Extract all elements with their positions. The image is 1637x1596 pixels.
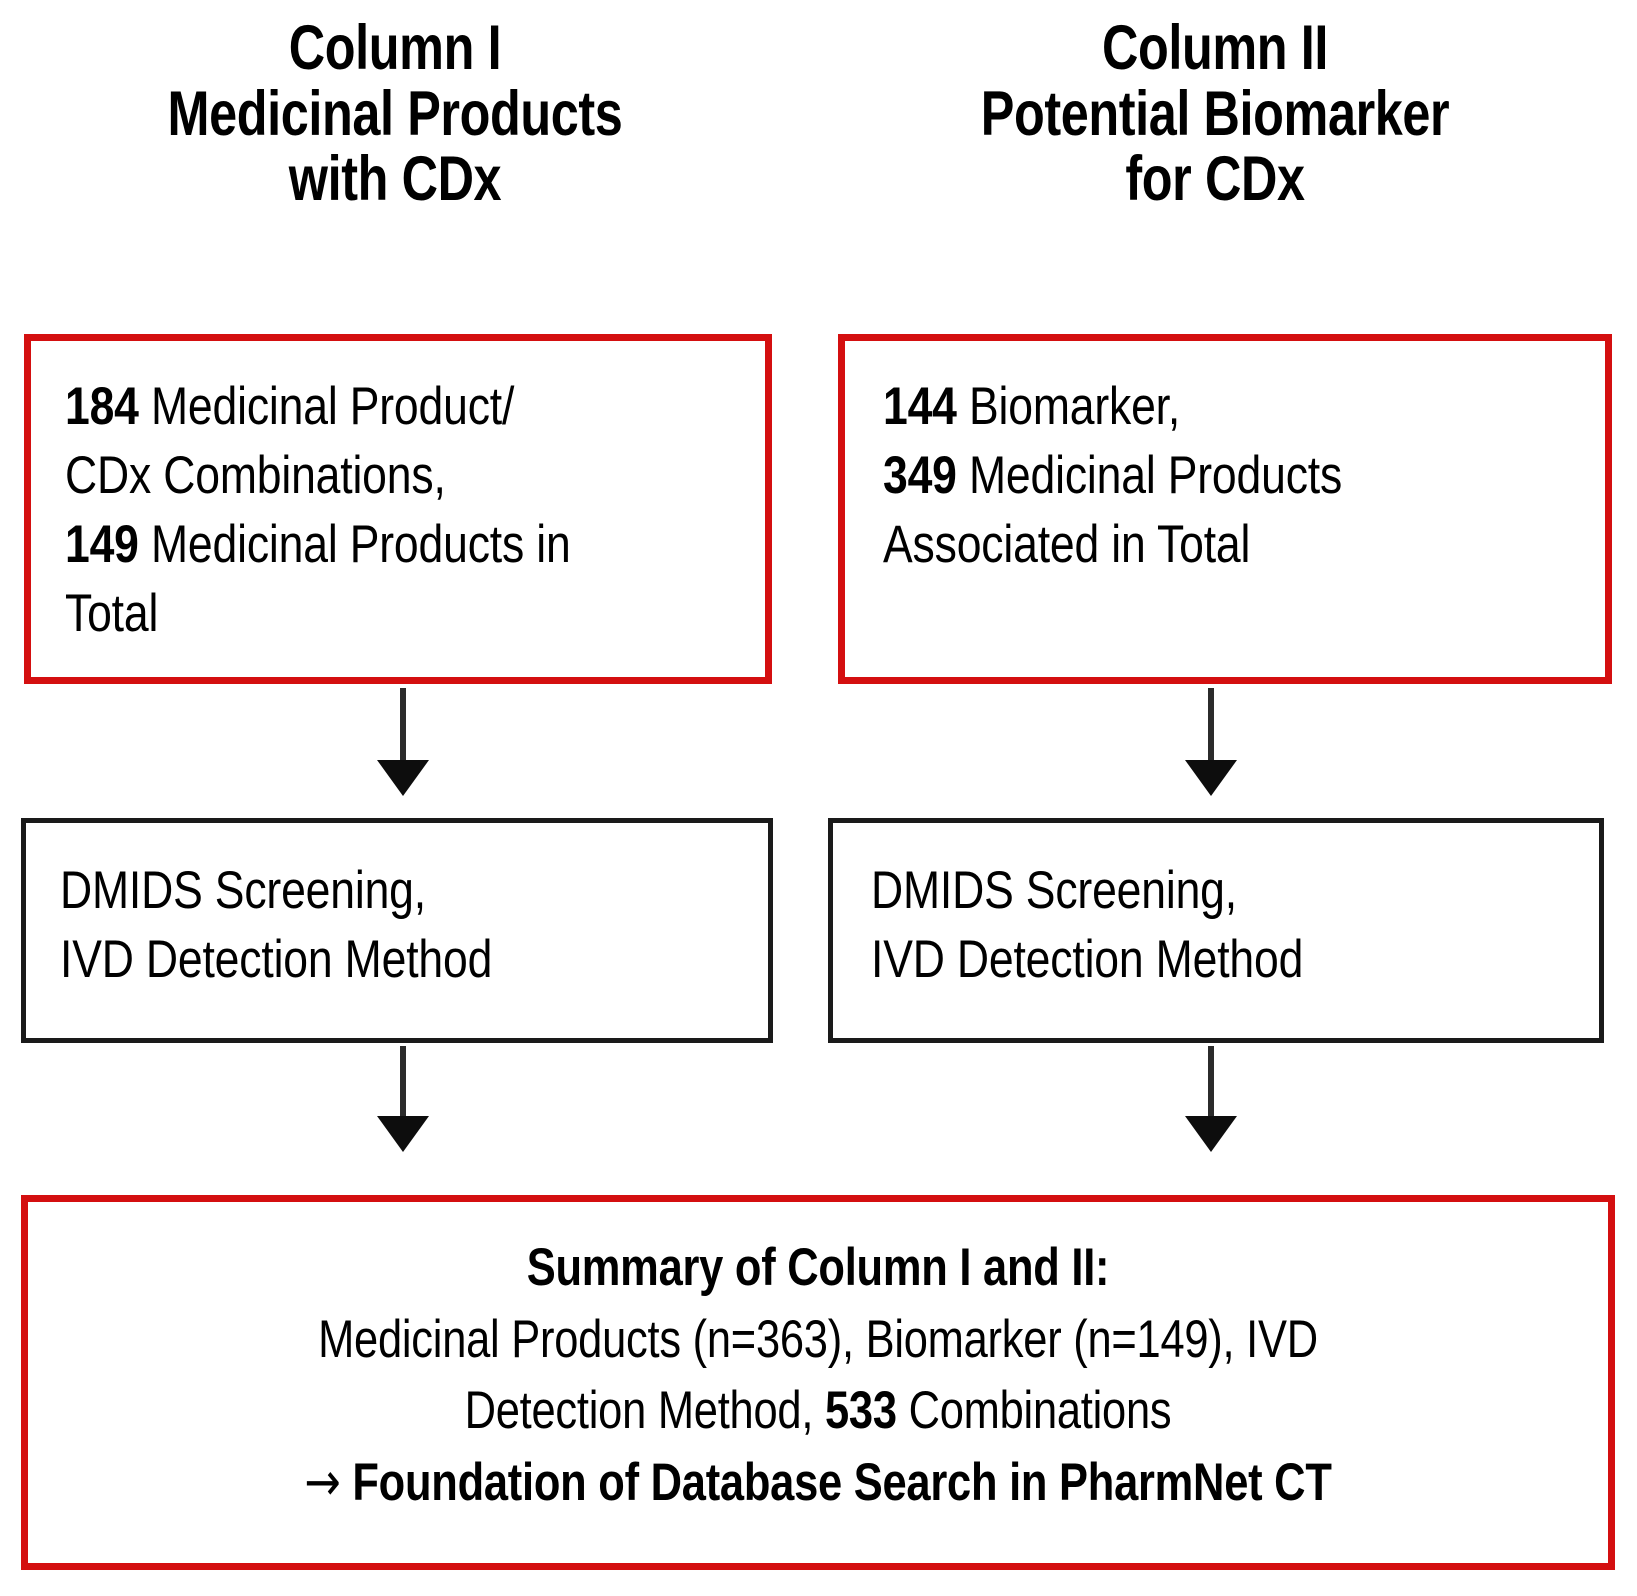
column-1-source-text: 184 Medicinal Product/CDx Combinations, 1… xyxy=(65,373,799,649)
value-533: 533 xyxy=(824,1381,897,1441)
label-144: Biomarker, xyxy=(956,377,1181,436)
column-1-source-box: 184 Medicinal Product/CDx Combinations, 1… xyxy=(24,334,772,684)
summary-text: Summary of Column I and II: Medicinal Pr… xyxy=(28,1232,1608,1518)
value-149: 149 xyxy=(65,514,139,574)
dmids-screening-label: DMIDS Screening, xyxy=(60,861,426,920)
label-cdx-combinations: CDx Combinations, xyxy=(65,445,446,505)
label-149: Medicinal Products in xyxy=(138,514,571,574)
summary-line-2: Medicinal Products (n=363), Biomarker (n… xyxy=(318,1309,1318,1369)
ivd-detection-method-label: IVD Detection Method xyxy=(60,929,493,989)
dmids-screening-label: DMIDS Screening, xyxy=(871,861,1237,920)
label-349: Medicinal Products xyxy=(956,445,1343,505)
column-2-screening-box: DMIDS Screening, IVD Detection Method xyxy=(828,818,1604,1043)
value-184: 184 xyxy=(65,377,139,436)
column-1-screening-text: DMIDS Screening, IVD Detection Method xyxy=(60,857,802,995)
summary-line-4: → Foundation of Database Search in Pharm… xyxy=(170,1447,1466,1519)
column-2-header: Column II Potential Biomarker for CDx xyxy=(980,13,1450,215)
down-arrow-icon xyxy=(1208,688,1214,762)
label-184: Medicinal Product/ xyxy=(138,377,515,436)
column-2-screening-text: DMIDS Screening, IVD Detection Method xyxy=(871,857,1637,995)
column-1-screening-box: DMIDS Screening, IVD Detection Method xyxy=(21,818,773,1043)
summary-line-3-post: Combinations xyxy=(896,1381,1172,1441)
summary-line-3-pre: Detection Method, xyxy=(464,1381,825,1441)
summary-line-4-label: Foundation of Database Search in PharmNe… xyxy=(340,1452,1332,1512)
summary-box: Summary of Column I and II: Medicinal Pr… xyxy=(21,1195,1615,1570)
column-1-header: Column I Medicinal Products with CDx xyxy=(167,13,623,215)
down-arrow-icon xyxy=(400,1046,406,1118)
label-associated-in-total: Associated in Total xyxy=(883,514,1251,574)
down-arrow-icon xyxy=(400,688,406,762)
down-arrow-icon xyxy=(1208,1046,1214,1118)
right-arrow-icon: → xyxy=(304,1451,341,1513)
label-total: Total xyxy=(65,583,159,643)
summary-line-3: Detection Method, 533 Combinations xyxy=(170,1375,1466,1447)
ivd-detection-method-label: IVD Detection Method xyxy=(871,929,1304,989)
value-144: 144 xyxy=(883,377,957,436)
summary-title: Summary of Column I and II: xyxy=(526,1238,1110,1297)
value-349: 349 xyxy=(883,445,957,505)
